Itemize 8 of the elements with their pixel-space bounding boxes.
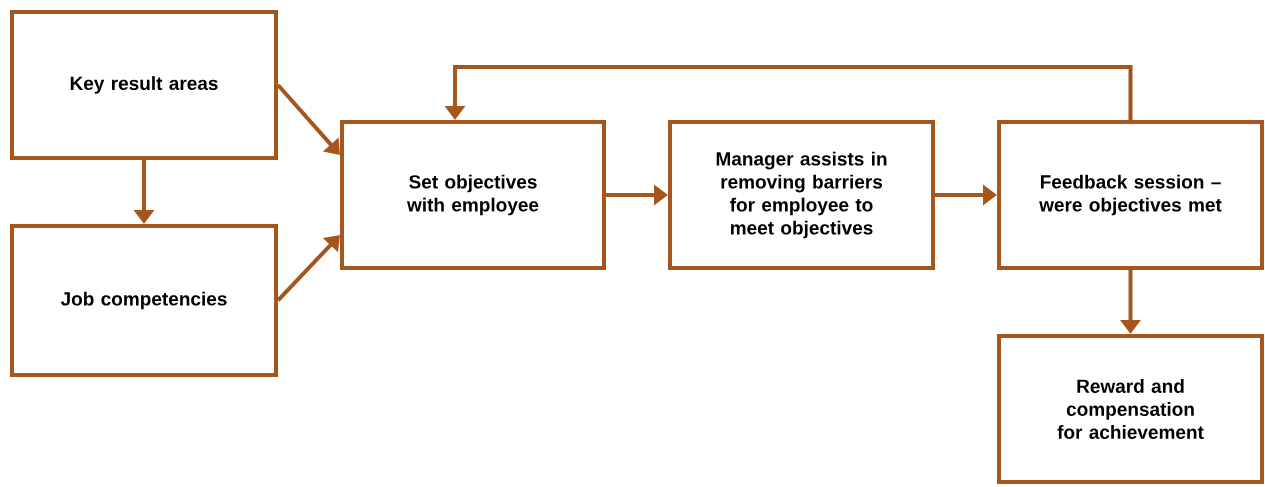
process-box: Key result areas — [10, 10, 278, 160]
process-box: Reward and compensation for achievement — [997, 334, 1264, 484]
process-box: Set objectives with employee — [340, 120, 606, 270]
process-box: Manager assists in removing barriers for employee to meet objectives — [668, 120, 935, 270]
process-box: Feedback session – were objectives met — [997, 120, 1264, 270]
process-box: Job competencies — [10, 224, 278, 377]
arrow — [276, 83, 340, 155]
arrow — [276, 235, 340, 302]
